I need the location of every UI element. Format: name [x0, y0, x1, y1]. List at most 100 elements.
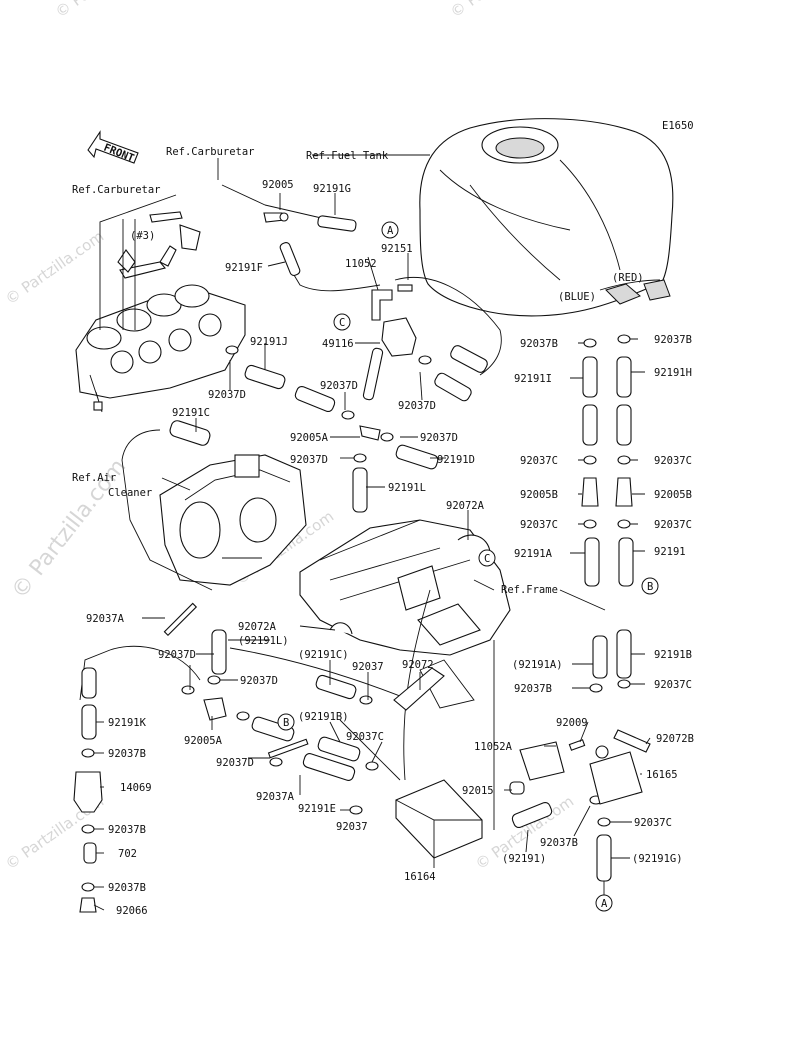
part-92037B-a: 92037B [108, 748, 146, 760]
part-92037D-d: 92037D [420, 432, 458, 444]
hose-92191H-upper [616, 356, 632, 398]
part-92005A-b: 92005A [184, 735, 223, 747]
strap-92072B [613, 729, 651, 753]
ref-frame: Ref.Frame [501, 584, 558, 596]
part-r92005B-r: 92005B [654, 489, 692, 501]
hose-92191H-lower [616, 404, 632, 446]
ref-air-cleaner-2: Cleaner [108, 487, 152, 499]
part-92191G: 92191G [313, 183, 351, 195]
part-r92191-paren: (92191) [502, 853, 546, 865]
watermark-tl: © Partzilla.com [52, 0, 157, 21]
part-r92037C-low: 92037C [634, 817, 672, 829]
fitting-92005B-l [581, 477, 599, 507]
fuel-tank [419, 118, 674, 317]
callout-c-top: C [339, 317, 345, 329]
front-arrow: FRONT [87, 130, 139, 165]
part-r92037C-2l: 92037C [520, 519, 558, 531]
hose-92191E [302, 753, 356, 781]
part-92037C-a: 92037C [346, 731, 384, 743]
part-r92037B-mid: 92037B [514, 683, 552, 695]
part-702: 702 [118, 848, 137, 860]
joint-92005A-upper [359, 425, 381, 441]
hose-92191A-paren [592, 635, 608, 679]
hose-92191C-paren [315, 674, 357, 700]
air-cleaner [159, 454, 307, 586]
ref-carburetor-top: Ref.Carburetar [166, 146, 255, 158]
part-92037-a: 92037 [352, 661, 384, 673]
part-r92037C-1l: 92037C [520, 455, 558, 467]
part-92191C-paren: (92191C) [298, 649, 349, 661]
part-92037D-a: 92037D [208, 389, 246, 401]
carburetor-assembly [75, 211, 246, 413]
part-r92191I: 92191I [514, 373, 552, 385]
part-r92191A: 92191A [514, 548, 553, 560]
part-92151: 92151 [381, 243, 413, 255]
part-92191F: 92191F [225, 262, 263, 274]
hose-92191 [618, 537, 634, 587]
valve-49116 [381, 317, 417, 357]
part-r92037C-mid: 92037C [654, 679, 692, 691]
frame-section [299, 519, 511, 656]
strap-92072 [393, 667, 445, 711]
part-92191D: 92191D [437, 454, 475, 466]
rod-92037A-upper [163, 602, 198, 637]
hose-92191J-b [294, 385, 336, 413]
part-92191C: 92191C [172, 407, 210, 419]
hose-92191B-paren [251, 716, 295, 742]
fitting-92066 [79, 897, 97, 913]
callout-b-left: B [283, 717, 289, 729]
callout-a-bottom: A [601, 898, 608, 910]
part-92191E: 92191E [298, 803, 336, 815]
part-92037D-b: 92037D [320, 380, 358, 392]
diagram-code: E1650 [662, 120, 694, 132]
part-92005A-a: 92005A [290, 432, 329, 444]
fitting-92005B-r [615, 477, 633, 507]
components [73, 212, 651, 913]
part-r16165: 16165 [646, 769, 678, 781]
callouts: A C C B B A [277, 221, 659, 912]
part-92037B-b: 92037B [108, 824, 146, 836]
part-r92037B-top-r: 92037B [654, 334, 692, 346]
part-92072A-b: 92072A [238, 621, 277, 633]
callout-a-top: A [387, 225, 394, 237]
ref-carburetor-left: Ref.Carburetar [72, 184, 161, 196]
filter-14069 [73, 771, 103, 813]
part-r92015: 92015 [462, 785, 494, 797]
part-11052: 11052 [345, 258, 377, 270]
hose-92191I-upper [582, 356, 598, 398]
part-r92191: 92191 [654, 546, 686, 558]
part-r92009: 92009 [556, 717, 588, 729]
hose-702 [83, 842, 97, 864]
hose-92191C [169, 420, 211, 446]
part-92037D-g: 92037D [240, 675, 278, 687]
watermark-ml: © Partzilla.com [2, 227, 107, 308]
part-92072: 92072 [402, 659, 434, 671]
ref-carb-number: (#3) [130, 230, 155, 242]
part-92191K: 92191K [108, 717, 147, 729]
ref-red: (RED) [612, 272, 644, 284]
part-92005-top: 92005 [262, 179, 294, 191]
canister-16164 [395, 779, 483, 859]
hose-92191D [395, 444, 439, 470]
part-92037-b: 92037 [336, 821, 368, 833]
part-r92191B: 92191B [654, 649, 692, 661]
hose-92191B [616, 629, 632, 679]
part-92072A-a: 92072A [446, 500, 485, 512]
part-92191L-paren: (92191L) [238, 635, 289, 647]
part-r92191G-paren: (92191G) [632, 853, 683, 865]
hose-92191B-paren-b [317, 736, 361, 762]
ring-92072A-lower [329, 622, 353, 635]
ref-air-cleaner-1: Ref.Air [72, 472, 116, 484]
hose-92191G-paren [596, 834, 612, 882]
hose-92191F [279, 242, 301, 276]
leader-lines [93, 154, 651, 911]
bracket-11052 [371, 289, 393, 321]
part-92191L: 92191L [388, 482, 426, 494]
part-92037D-f: 92037D [158, 649, 196, 661]
part-14069: 14069 [120, 782, 152, 794]
part-92037A-b: 92037A [256, 791, 295, 803]
part-16164: 16164 [404, 871, 436, 883]
ref-blue: (BLUE) [558, 291, 596, 303]
hoses [81, 215, 634, 882]
part-49116: 49116 [322, 338, 354, 350]
